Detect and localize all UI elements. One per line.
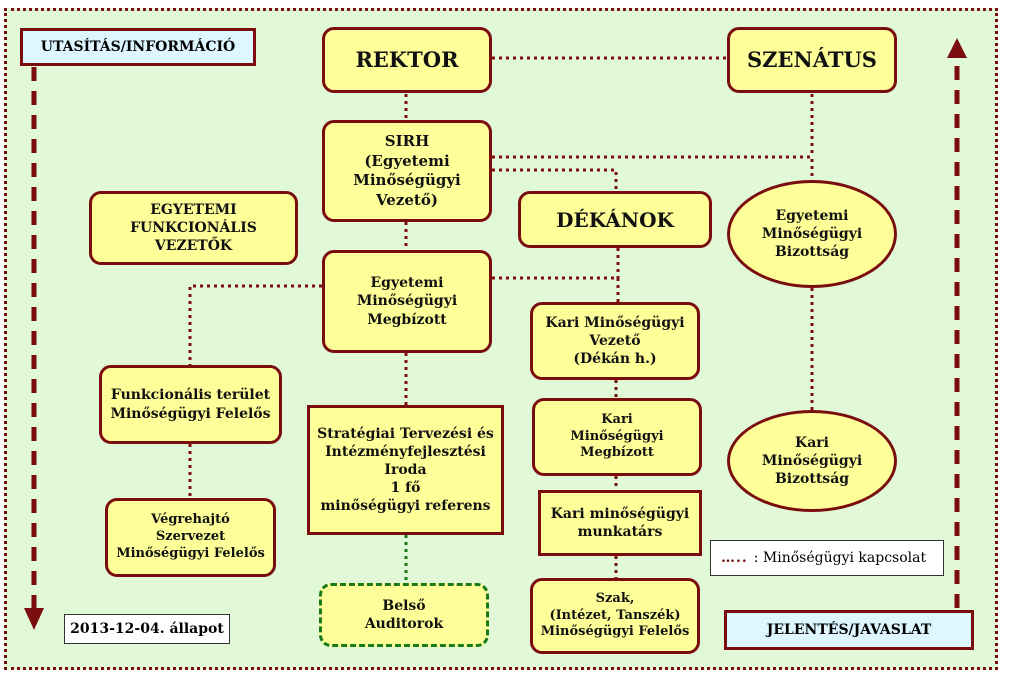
- connector-megbizott-kari: [492, 276, 620, 302]
- node-egyetemi-funkcionalis-vezetok: EGYETEMI FUNKCIONÁLIS VEZETŐK: [89, 191, 298, 265]
- node-sirh: SIRH (Egyetemi Minőségügyi Vezető): [322, 120, 492, 222]
- node-rektor: REKTOR: [322, 27, 492, 93]
- node-egyetemi-minosegugyi-megbizott: Egyetemi Minőségügyi Megbízott: [322, 250, 492, 353]
- node-belso-auditorok: Belső Auditorok: [319, 583, 489, 647]
- date-label: 2013-12-04. állapot: [64, 614, 230, 644]
- instruction-label: UTASÍTÁS/INFORMÁCIÓ: [20, 28, 256, 66]
- node-kari-minosegugyi-munkatars: Kari minőségügyi munkatárs: [538, 490, 702, 556]
- legend-text: : Minőségügyi kapcsolat: [753, 550, 927, 566]
- node-kari-minosegugyi-vezeto: Kari Minőségügyi Vezető (Dékán h.): [530, 302, 700, 380]
- node-kari-minosegugyi-megbizott: Kari Minőségügyi Megbízott: [532, 398, 702, 476]
- node-kari-minosegugyi-bizottsag: Kari Minőségügyi Bizottság: [727, 410, 897, 512]
- node-szenatus: SZENÁTUS: [727, 27, 897, 93]
- connector-sirh-bizottsag: [492, 155, 814, 180]
- node-szak-minosegugyi-felelos: Szak, (Intézet, Tanszék) Minőségügyi Fel…: [530, 578, 700, 654]
- up-arrow-head: [947, 38, 967, 58]
- down-arrow-head: [24, 608, 44, 630]
- node-dekanok: DÉKÁNOK: [518, 191, 712, 248]
- node-vegrehajto-szervezet-felelos: Végrehajtó Szervezet Minőségügyi Felelős: [105, 498, 276, 577]
- connector-funkcionalis: [188, 284, 322, 365]
- connector-sirh-dekanok: [492, 168, 618, 191]
- legend-symbol: …..: [721, 550, 748, 566]
- node-funkcionalis-terulet-felelos: Funkcionális terület Minőségügyi Felelős: [99, 365, 282, 444]
- node-egyetemi-minosegugyi-bizottsag: Egyetemi Minőségügyi Bizottság: [727, 180, 897, 288]
- report-label: JELENTÉS/JAVASLAT: [724, 610, 974, 650]
- node-strategiai-tervezesi-iroda: Stratégiai Tervezési és Intézményfejlesz…: [307, 405, 504, 535]
- legend: ….. : Minőségügyi kapcsolat: [710, 540, 944, 576]
